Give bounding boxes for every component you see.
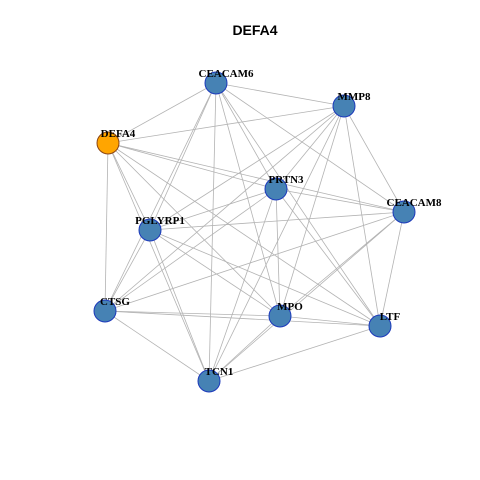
edge-mmp8-tcn1 [208, 105, 345, 382]
node-label-prtn3: PRTN3 [268, 174, 304, 186]
node-circle-ceacam8 [392, 200, 416, 224]
edge-pglyrp1-mpo [149, 229, 281, 317]
diagram-title: DEFA4 [232, 22, 277, 38]
node-prtn3: PRTN3 [264, 174, 304, 201]
node-mmp8: MMP8 [332, 91, 371, 118]
node-circle-tcn1 [197, 369, 221, 393]
node-circle-mmp8 [332, 94, 356, 118]
edge-layer [104, 82, 405, 382]
edge-pglyrp1-tcn1 [149, 229, 210, 382]
node-pglyrp1: PGLYRP1 [135, 215, 185, 242]
node-label-mpo: MPO [277, 301, 303, 313]
edge-mmp8-prtn3 [275, 105, 345, 190]
edge-prtn3-pglyrp1 [149, 188, 277, 231]
edge-ceacam6-ctsg [104, 82, 217, 312]
edge-ctsg-tcn1 [104, 310, 210, 382]
node-label-mmp8: MMP8 [338, 91, 371, 103]
node-label-ltf: LTF [380, 311, 401, 323]
edge-defa4-pglyrp1 [107, 142, 151, 231]
node-circle-pglyrp1 [138, 218, 162, 242]
node-circle-ltf [368, 314, 392, 338]
edge-ceacam6-tcn1 [208, 82, 217, 382]
edge-defa4-ctsg [104, 142, 109, 312]
node-mpo: MPO [268, 301, 303, 328]
edge-prtn3-ctsg [104, 188, 277, 312]
edge-mmp8-pglyrp1 [149, 105, 345, 231]
edge-mmp8-ctsg [104, 105, 345, 312]
edge-mmp8-defa4 [107, 105, 345, 144]
node-circle-mpo [268, 304, 292, 328]
edge-ltf-tcn1 [208, 325, 381, 382]
edge-prtn3-ceacam8 [275, 188, 405, 213]
edge-mmp8-ceacam8 [343, 105, 405, 213]
edge-ceacam6-pglyrp1 [149, 82, 217, 231]
edge-ceacam8-pglyrp1 [149, 211, 405, 231]
edge-pglyrp1-ctsg [104, 229, 151, 312]
edge-ceacam6-mmp8 [215, 82, 345, 107]
node-ltf: LTF [368, 311, 401, 338]
edge-defa4-prtn3 [107, 142, 277, 190]
node-label-ctsg: CTSG [100, 296, 130, 308]
edge-defa4-mpo [107, 142, 281, 317]
edge-ctsg-mpo [104, 310, 281, 317]
edge-defa4-ltf [107, 142, 381, 327]
node-label-ceacam8: CEACAM8 [387, 197, 442, 209]
edge-mpo-tcn1 [208, 315, 281, 382]
edge-ceacam6-prtn3 [215, 82, 277, 190]
node-circle-defa4 [96, 131, 120, 155]
node-ctsg: CTSG [93, 296, 130, 323]
edge-defa4-tcn1 [107, 142, 210, 382]
edge-ceacam6-defa4 [107, 82, 217, 144]
edge-ceacam6-ltf [215, 82, 381, 327]
edge-prtn3-tcn1 [208, 188, 277, 382]
edge-defa4-ceacam8 [107, 142, 405, 213]
edge-mmp8-mpo [279, 105, 345, 317]
node-label-defa4: DEFA4 [101, 128, 136, 140]
node-ceacam6: CEACAM6 [199, 68, 254, 95]
edge-ceacam8-tcn1 [208, 211, 405, 382]
edge-mpo-ltf [279, 315, 381, 327]
node-label-pglyrp1: PGLYRP1 [135, 215, 185, 227]
node-label-ceacam6: CEACAM6 [199, 68, 254, 80]
node-circle-ceacam6 [204, 71, 228, 95]
edge-prtn3-ltf [275, 188, 381, 327]
edge-mmp8-ltf [343, 105, 381, 327]
node-ceacam8: CEACAM8 [387, 197, 442, 224]
node-circle-ctsg [93, 299, 117, 323]
node-circle-prtn3 [264, 177, 288, 201]
edge-prtn3-mpo [275, 188, 281, 317]
node-tcn1: TCN1 [197, 366, 234, 393]
node-label-tcn1: TCN1 [205, 366, 234, 378]
edge-ctsg-ltf [104, 310, 381, 327]
edge-ceacam8-ctsg [104, 211, 405, 312]
edge-pglyrp1-ltf [149, 229, 381, 327]
edge-ceacam6-mpo [215, 82, 281, 317]
edge-ceacam8-ltf [379, 211, 405, 327]
edge-ceacam8-mpo [279, 211, 405, 317]
node-defa4: DEFA4 [96, 128, 136, 155]
